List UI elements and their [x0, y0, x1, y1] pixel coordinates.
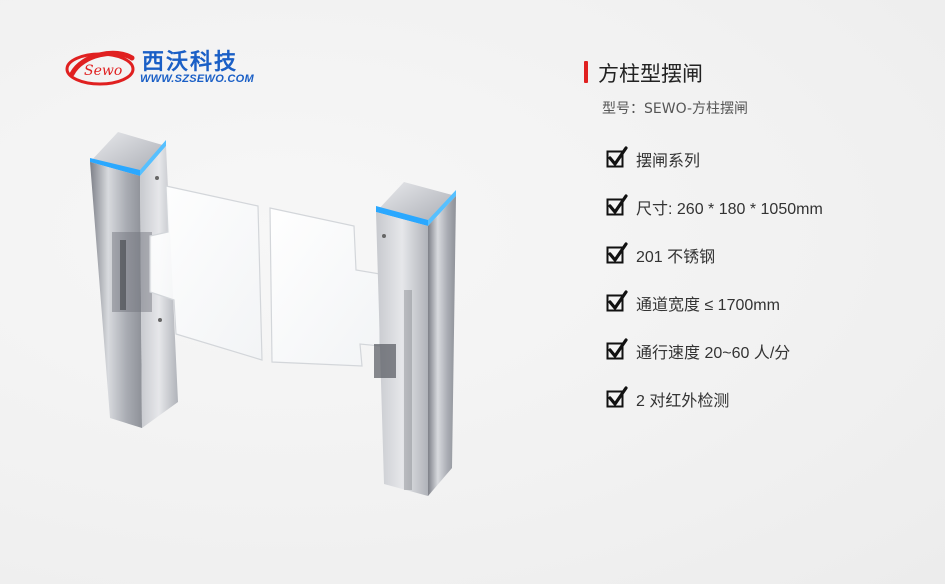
feature-list: 摆闸系列 尺寸: 260 * 180 * 1050mm 201 不锈钢 通道宽度…: [606, 146, 924, 434]
sewo-logo-icon: Sewo: [65, 50, 135, 86]
feature-text: 通行速度 20~60 人/分: [636, 345, 791, 362]
product-title: 方柱型摆闸: [598, 62, 703, 86]
swing-gate-illustration: [90, 132, 456, 496]
feature-item: 通行速度 20~60 人/分: [606, 338, 924, 386]
checkbox-checked-icon: [606, 290, 628, 312]
feature-item: 2 对红外检测: [606, 386, 924, 434]
right-glass-flap: [269, 207, 381, 367]
feature-text: 201 不锈钢: [636, 249, 716, 266]
company-name: 西沃科技: [142, 50, 239, 75]
checkbox-checked-icon: [606, 386, 628, 408]
feature-item: 摆闸系列: [606, 146, 924, 194]
checkbox-checked-icon: [606, 194, 628, 216]
feature-item: 201 不锈钢: [606, 242, 924, 290]
logo-mark-text: Sewo: [84, 63, 122, 79]
feature-item: 通道宽度 ≤ 1700mm: [606, 290, 924, 338]
feature-text: 摆闸系列: [636, 153, 701, 170]
brand-logo: Sewo 西沃科技 WWW.SZSEWO.COM: [62, 44, 282, 94]
right-post: [374, 182, 456, 496]
title-accent-bar: [584, 61, 588, 83]
feature-text: 通道宽度 ≤ 1700mm: [636, 297, 780, 314]
company-url: WWW.SZSEWO.COM: [140, 73, 254, 85]
product-model: 型号：SEWO-方柱摆闸: [602, 101, 749, 117]
checkbox-checked-icon: [606, 338, 628, 360]
feature-text: 2 对红外检测: [636, 393, 730, 410]
feature-text: 尺寸: 260 * 180 * 1050mm: [636, 201, 823, 218]
product-info-panel: 方柱型摆闸 型号：SEWO-方柱摆闸 摆闸系列 尺寸: 260 * 180 * …: [584, 58, 924, 434]
left-glass-flap: [149, 185, 263, 361]
checkbox-checked-icon: [606, 146, 628, 168]
title-row: 方柱型摆闸: [584, 58, 924, 88]
checkbox-checked-icon: [606, 242, 628, 264]
feature-item: 尺寸: 260 * 180 * 1050mm: [606, 194, 924, 242]
